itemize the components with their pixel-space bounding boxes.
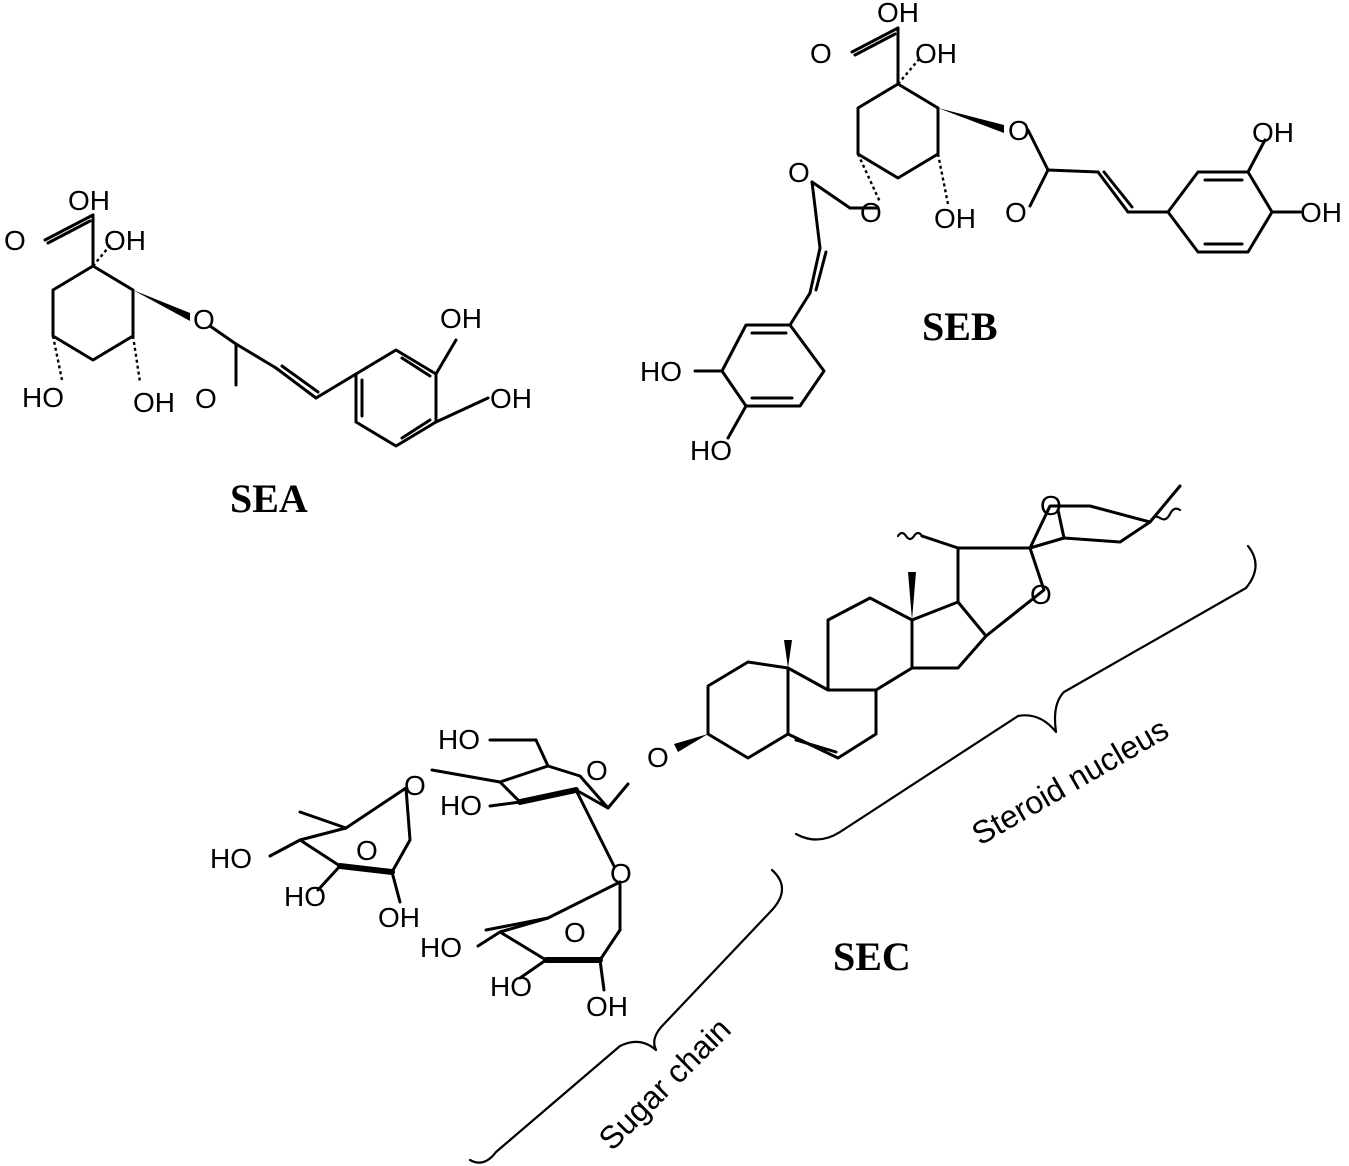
atom-oh: OH (68, 185, 110, 216)
atom-o: O (1008, 115, 1030, 146)
atom-o: O (610, 858, 632, 889)
compound-label-sec: SEC (833, 934, 911, 979)
structure-sea: OH O OH O HO OH O OH OH SEA (4, 185, 532, 521)
atom-oh: OH (586, 991, 628, 1022)
atom-ho: HO (490, 971, 532, 1002)
atom-ho: HO (22, 382, 64, 413)
atom-oh: OH (378, 902, 420, 933)
atom-ho: HO (440, 790, 482, 821)
atom-o: O (564, 917, 586, 948)
structure-seb: OH O OH O OH O O OH O OH HO HO SEB (640, 0, 1342, 466)
atom-oh: OH (440, 303, 482, 334)
atom-oh: OH (915, 38, 957, 69)
atom-oh: OH (490, 383, 532, 414)
atom-oh: OH (1252, 117, 1294, 148)
steroid-brace (794, 544, 1257, 841)
atom-o: O (810, 38, 832, 69)
compound-label-sea: SEA (230, 476, 308, 521)
atom-o: O (356, 835, 378, 866)
atom-ho: HO (640, 356, 682, 387)
atom-o: O (647, 742, 669, 773)
atom-ho: HO (210, 843, 252, 874)
atom-o: O (860, 197, 882, 228)
atom-oh: OH (104, 225, 146, 256)
atom-o: O (193, 304, 215, 335)
atom-oh: OH (133, 387, 175, 418)
atom-ho: HO (420, 932, 462, 963)
atom-oh: OH (1300, 197, 1342, 228)
atom-o: O (1030, 579, 1052, 610)
atom-ho: HO (284, 881, 326, 912)
atom-ho: HO (438, 724, 480, 755)
atom-o: O (788, 157, 810, 188)
atom-o: O (1040, 490, 1062, 521)
atom-o: O (1005, 197, 1027, 228)
atom-o: O (404, 770, 426, 801)
steroid-nucleus-annotation: Steroid nucleus (794, 544, 1257, 852)
atom-o: O (195, 383, 217, 414)
atom-ho: HO (690, 435, 732, 466)
atom-oh: OH (934, 203, 976, 234)
atom-oh: OH (877, 0, 919, 28)
atom-o: O (4, 225, 26, 256)
steroid-nucleus-label: Steroid nucleus (966, 711, 1175, 852)
sugar-chain-label: Sugar chain (591, 1011, 737, 1157)
structure-sec: O O O HO O O HO O HO O HO OH O HO HO OH … (210, 484, 1182, 1022)
sugar-brace (468, 868, 784, 1164)
atom-o: O (586, 755, 608, 786)
compound-label-seb: SEB (922, 304, 998, 349)
